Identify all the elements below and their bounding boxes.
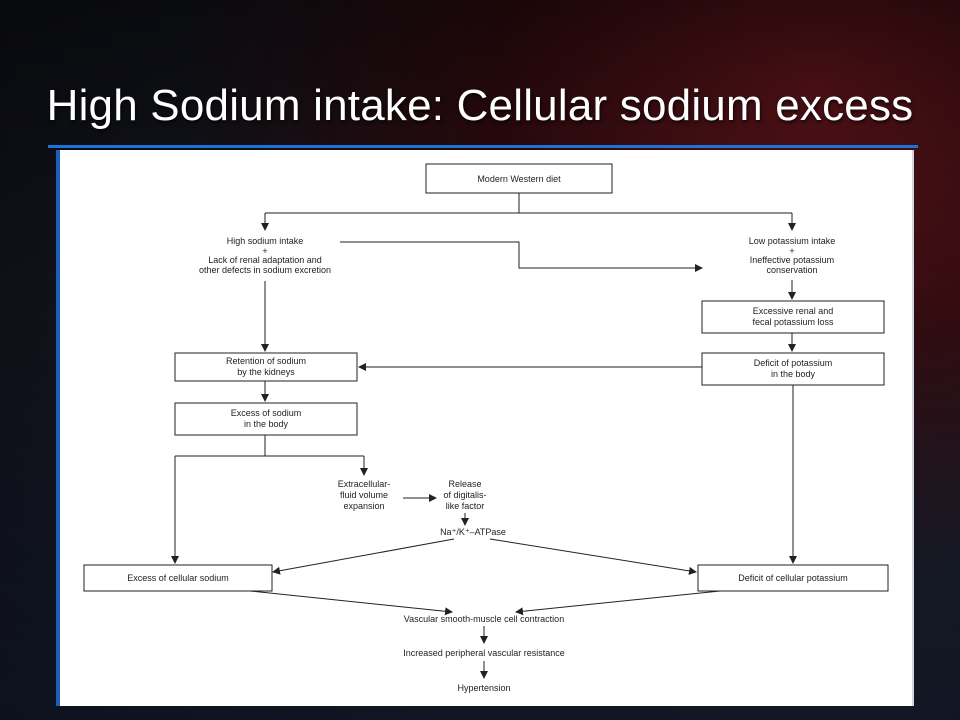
cellular-sodium-label: Excess of cellular sodium	[127, 573, 229, 583]
excess-body-line1: Excess of sodium	[231, 408, 302, 418]
arrow-atpase-to-potassium	[489, 538, 697, 575]
retention-box	[174, 352, 358, 382]
arrow-potassium-to-vascular	[515, 590, 721, 616]
diet-split-line	[265, 193, 792, 214]
high-sodium-plus: +	[262, 246, 267, 256]
ecf-line3: expansion	[343, 501, 384, 511]
ecf-line1: Extracellular-	[338, 479, 391, 489]
low-potassium-line1: Low potassium intake	[749, 236, 836, 246]
vascular-label: Vascular smooth-muscle cell contraction	[404, 614, 564, 624]
excess-body-line2: in the body	[244, 419, 289, 429]
excessive-loss-box	[701, 300, 885, 334]
modern-diet-box	[425, 163, 613, 194]
hypertension-label: Hypertension	[457, 683, 510, 693]
cellular-potassium-box	[697, 564, 889, 592]
arrow-sodium-to-vascular	[249, 590, 453, 616]
excess-split-line	[175, 435, 364, 457]
excessive-loss-line2: fecal potassium loss	[752, 317, 834, 327]
deficit-body-box	[701, 352, 885, 386]
retention-line2: by the kidneys	[237, 367, 295, 377]
excess-body-box	[174, 402, 358, 436]
ecf-line2: fluid volume	[340, 490, 388, 500]
modern-diet-label: Modern Western diet	[477, 174, 561, 184]
deficit-body-line2: in the body	[771, 369, 816, 379]
digitalis-line3: like factor	[446, 501, 485, 511]
retention-line1: Retention of sodium	[226, 356, 306, 366]
title-divider	[48, 145, 918, 148]
excessive-loss-line1: Excessive renal and	[753, 306, 834, 316]
high-sodium-line2: Lack of renal adaptation and	[208, 255, 322, 265]
cross-connector	[340, 241, 703, 272]
flowchart-figure: Modern Western diet High sodium intake +…	[56, 150, 914, 706]
high-sodium-line1: High sodium intake	[227, 236, 304, 246]
resistance-label: Increased peripheral vascular resistance	[403, 648, 565, 658]
cellular-sodium-box	[83, 564, 273, 592]
flowchart-svg: Modern Western diet High sodium intake +…	[83, 163, 889, 693]
high-sodium-line3: other defects in sodium excretion	[199, 265, 331, 275]
slide-title: High Sodium intake: Cellular sodium exce…	[46, 81, 914, 130]
deficit-body-line1: Deficit of potassium	[754, 358, 833, 368]
digitalis-line2: of digitalis-	[443, 490, 486, 500]
low-potassium-line2: Ineffective potassium	[750, 255, 834, 265]
cellular-potassium-label: Deficit of cellular potassium	[738, 573, 848, 583]
digitalis-line1: Release	[448, 479, 481, 489]
low-potassium-line3: conservation	[766, 265, 817, 275]
low-potassium-plus: +	[789, 246, 794, 256]
arrow-atpase-to-sodium	[272, 538, 455, 575]
atpase-label: Na⁺/K⁺–ATPase	[440, 527, 506, 537]
